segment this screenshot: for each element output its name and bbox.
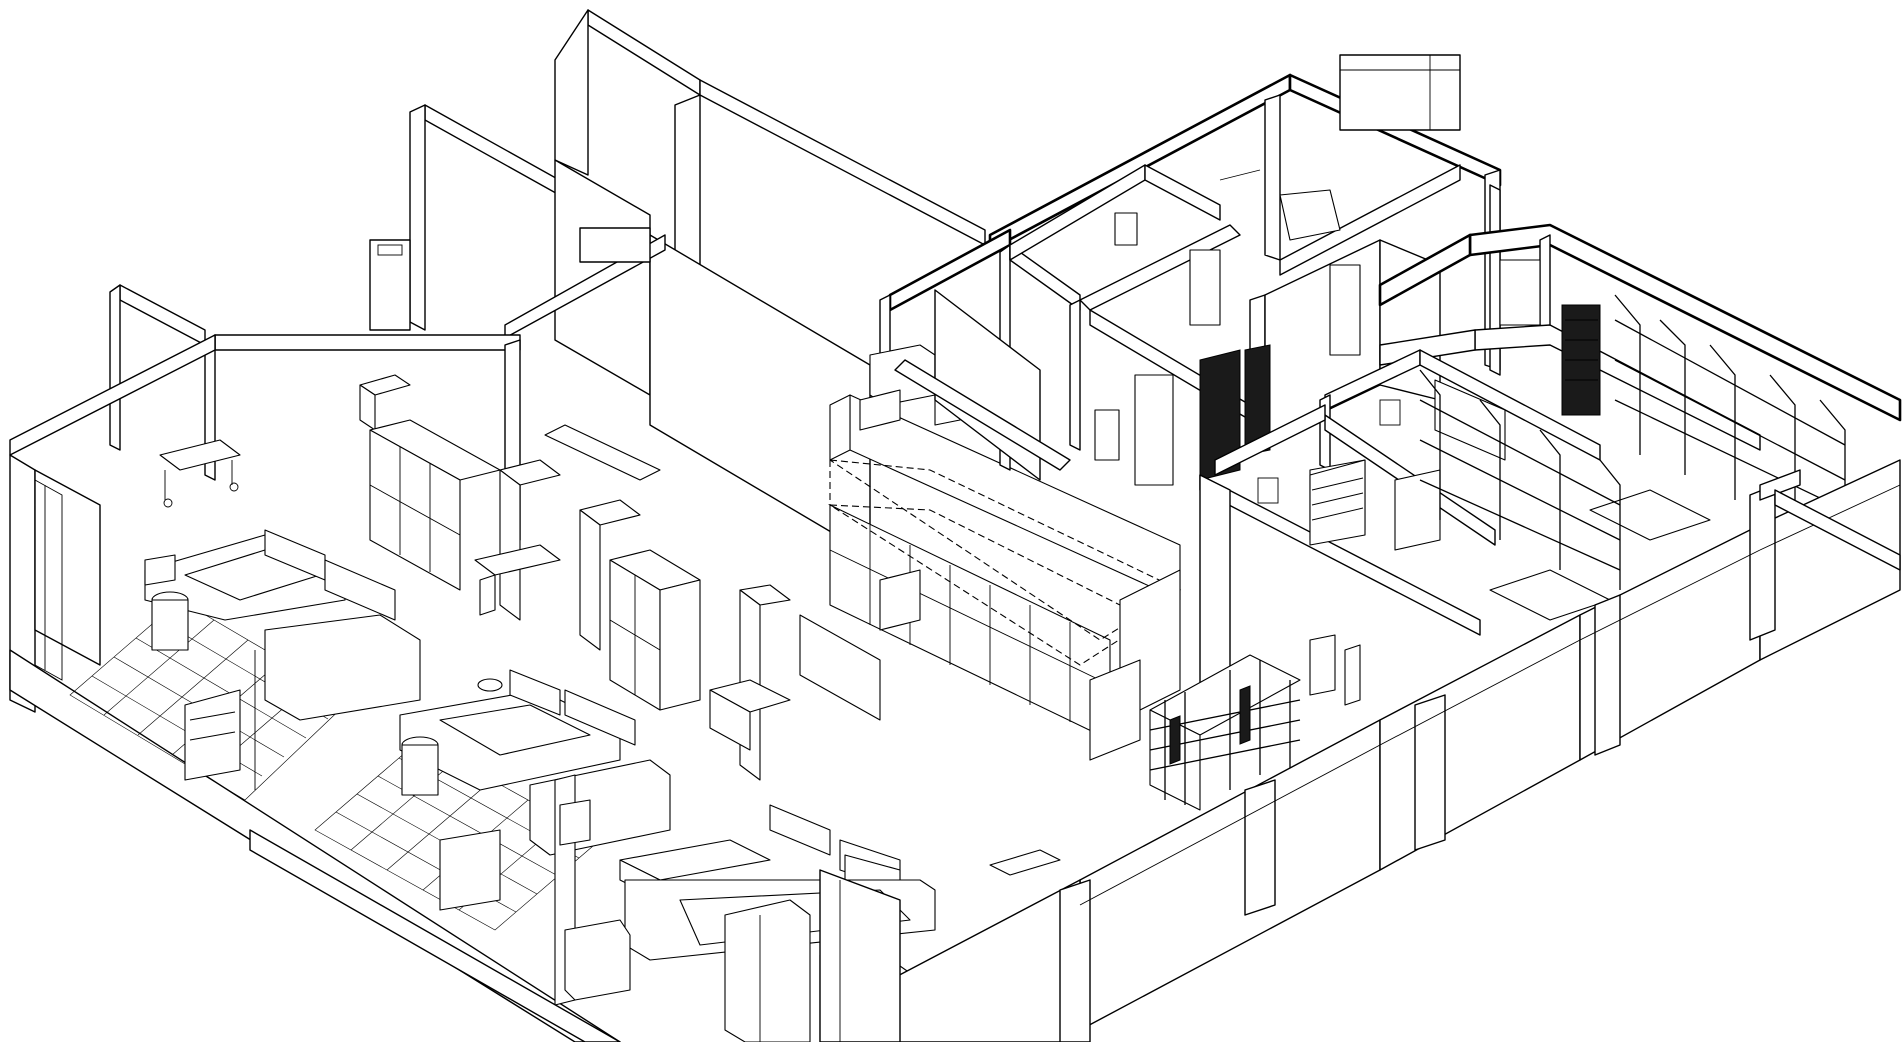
upper-rear-walls — [9, 9, 986, 556]
cook-line — [827, 394, 1182, 761]
bottom-wall-edge — [249, 829, 901, 1042]
left-wing-equipment — [144, 439, 421, 790]
storage-shelving — [1309, 294, 1846, 590]
left-wing — [9, 454, 621, 1042]
upper-right-rooms — [859, 54, 1502, 486]
right-exterior-walls — [889, 459, 1901, 1042]
center-lower-area — [314, 669, 671, 1006]
center-equipment — [359, 374, 881, 781]
right-storage-rooms — [1199, 223, 1902, 716]
wire-rack — [1149, 654, 1301, 811]
